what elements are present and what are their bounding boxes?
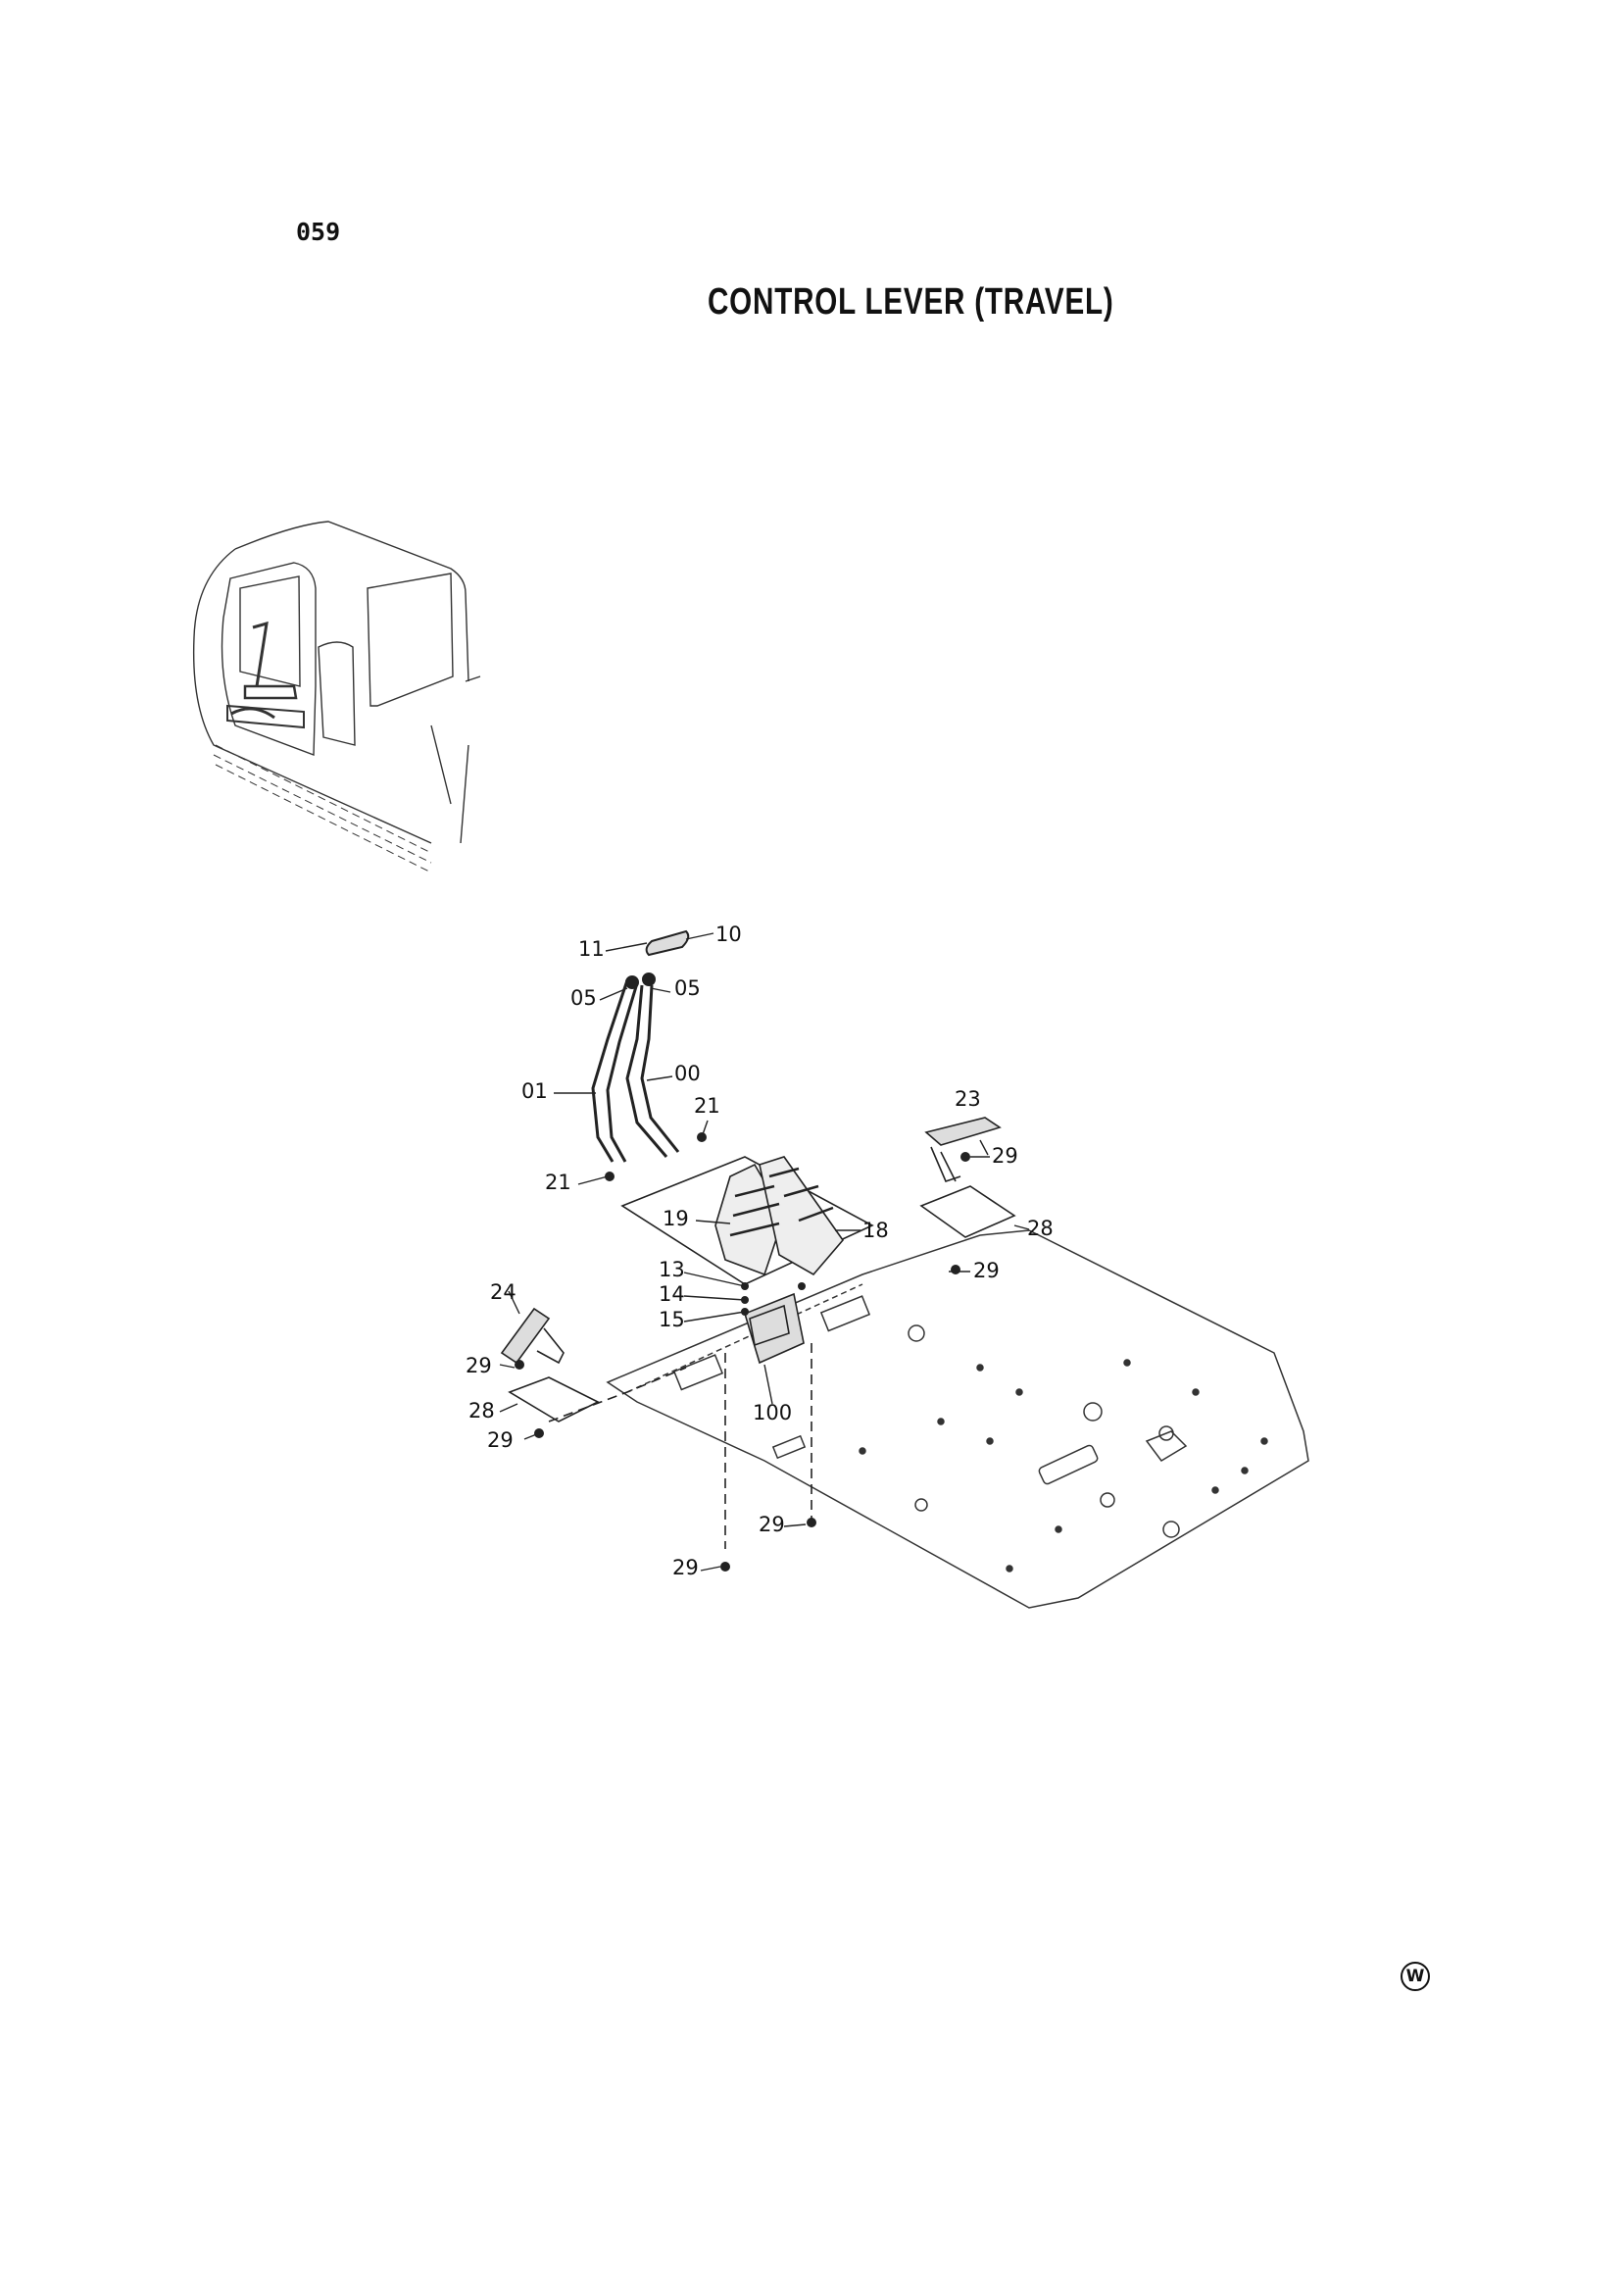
- right-pedal-assembly: [919, 1117, 1016, 1238]
- callout-29-right-top: 29: [992, 1144, 1018, 1168]
- callout-100: 100: [753, 1401, 792, 1424]
- callout-29-bottom: 29: [672, 1556, 699, 1579]
- callout-29-right-bottom: 29: [973, 1259, 1000, 1282]
- callout-24: 24: [490, 1280, 516, 1304]
- fasteners: [515, 1132, 970, 1572]
- callout-21-left: 21: [545, 1171, 571, 1194]
- callout-13: 13: [659, 1258, 685, 1281]
- corner-mark: W: [1401, 1962, 1430, 1991]
- page-number: 059: [296, 218, 341, 246]
- callout-labels: 11 10 05 05 01 00 21 21 19 18 13 14 15 1…: [466, 923, 1054, 1579]
- callout-14: 14: [659, 1282, 685, 1306]
- callout-28-right: 28: [1027, 1217, 1054, 1240]
- callout-19: 19: [663, 1207, 689, 1230]
- callout-11: 11: [578, 937, 605, 961]
- center-pedal-assembly: [620, 1156, 874, 1549]
- left-pedal-assembly: [500, 1307, 687, 1423]
- leader-lines: [499, 932, 1030, 1572]
- callout-18: 18: [862, 1219, 889, 1242]
- callout-05-right: 05: [674, 976, 701, 1000]
- callout-28-left: 28: [468, 1399, 495, 1423]
- cab-locator-illustration: [192, 521, 481, 873]
- callout-29-left-top: 29: [466, 1354, 492, 1377]
- page-title: CONTROL LEVER (TRAVEL): [708, 281, 1114, 323]
- travel-lever-assembly: [591, 929, 690, 1163]
- callout-00: 00: [674, 1062, 701, 1085]
- callout-29-center: 29: [759, 1513, 785, 1536]
- callout-23: 23: [955, 1087, 981, 1111]
- callout-10: 10: [715, 923, 742, 946]
- floor-plate: [606, 1229, 1309, 1609]
- callout-21-top: 21: [694, 1094, 720, 1118]
- callout-05-left: 05: [570, 986, 597, 1010]
- callout-15: 15: [659, 1308, 685, 1331]
- callout-01: 01: [521, 1079, 548, 1103]
- callout-29-left-bottom: 29: [487, 1428, 514, 1452]
